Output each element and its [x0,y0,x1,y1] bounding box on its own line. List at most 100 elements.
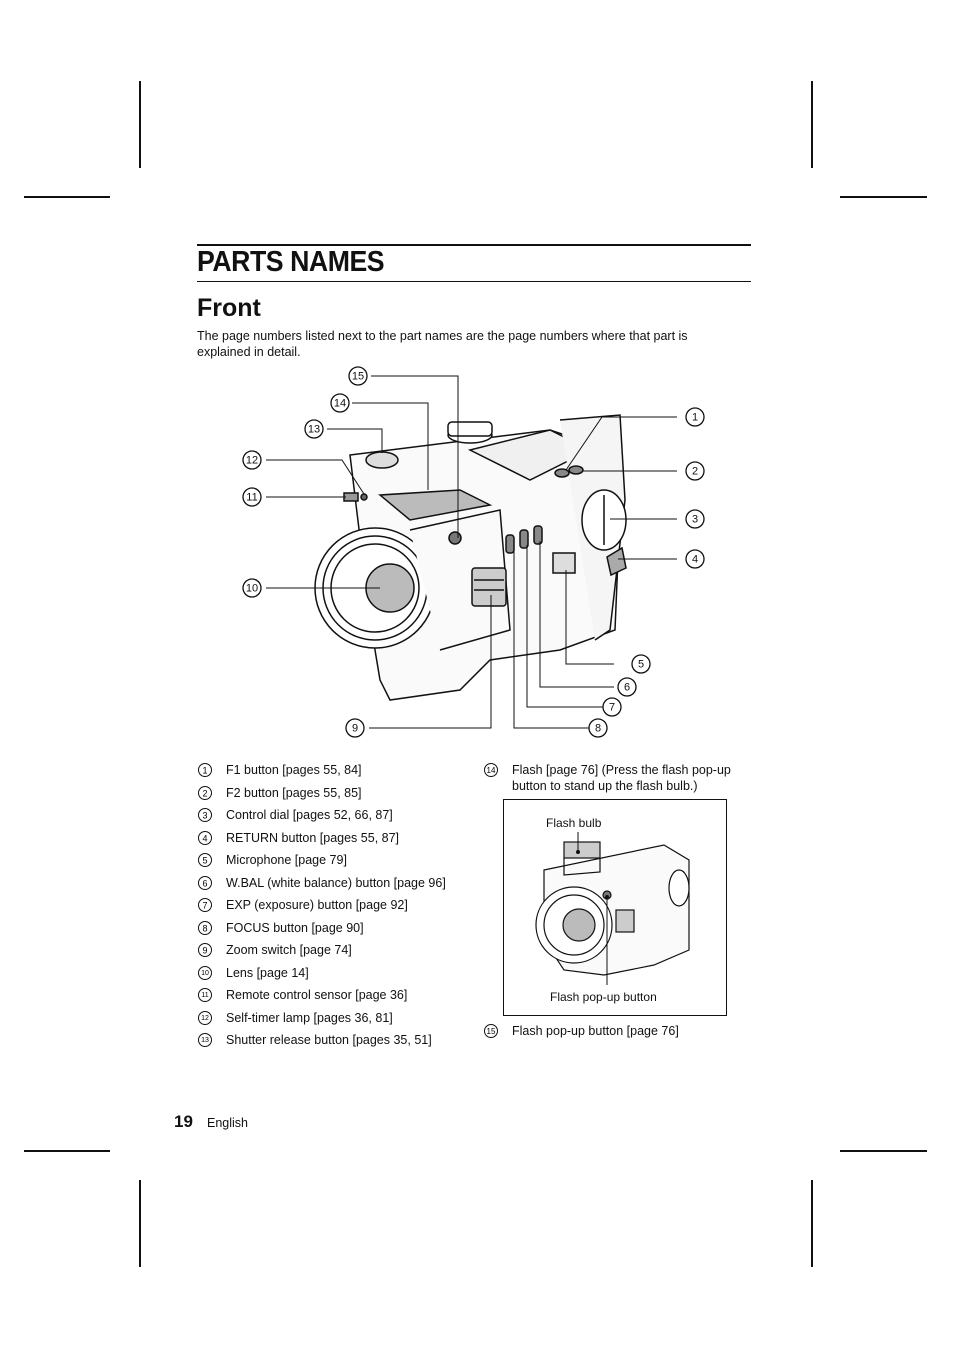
callout-number-text: 14 [334,398,346,410]
callout-number-text: 11 [201,992,208,999]
flash-inset-figure: Flash bulb Flash pop-up button [503,799,727,1016]
callout-number-text: 11 [246,492,257,504]
remote-sensor-drawing [343,492,359,502]
callout-number-text: 2 [692,466,698,478]
crop-mark [840,1150,927,1152]
callout-circle [242,487,262,507]
intro-text: The page numbers listed next to the part… [197,329,688,359]
part-label: Microphone [page 79] [226,853,347,867]
callout-circle [304,419,324,439]
crop-mark [24,1150,110,1152]
part-label: Self-timer lamp [pages 36, 81] [226,1010,393,1025]
callout-number-text: 12 [246,455,258,467]
callout-number-text: 10 [201,970,209,977]
crop-mark [840,196,927,198]
callout-circle [685,509,705,529]
callout-number-8: 8 [198,920,212,935]
callout-number-text: 3 [202,811,207,821]
callout-number-text: 7 [609,702,615,714]
callout-number-text: 10 [246,583,258,595]
leader-line-14 [352,402,429,490]
title-rule-top [197,244,751,246]
leader-line-1 [565,416,677,471]
flash-popup-button-drawing [448,531,462,545]
callout-number-14: 14 [484,763,498,777]
callout-number-text: 15 [487,1027,496,1036]
callout-number-text: 13 [201,1037,209,1044]
callout-10: 10 [242,578,262,598]
flash-housing [378,489,493,521]
callout-number-4: 4 [198,830,212,845]
callout-number-text: 6 [624,682,630,694]
callout-3: 3 [685,509,705,529]
camera-flash-up-illustration [535,832,690,985]
callout-number-3: 3 [198,808,212,822]
callout-circle [348,366,368,386]
part-label: Flash [page 76] (Press the flash pop-up [512,763,731,777]
crop-mark [139,1180,141,1267]
part-label: Lens [page 14] [226,965,309,980]
parts-list-right: 14 Flash [page 76] (Press the flash pop-… [483,763,743,1053]
focus-button-drawing [533,525,543,545]
callout-circle [242,450,262,470]
crop-mark [139,81,141,168]
callout-number-text: 5 [202,856,207,866]
crop-mark [811,81,813,168]
callout-circle [617,677,637,697]
callout-circle [602,697,622,717]
callout-number-text: 4 [202,833,207,843]
callout-number-text: 12 [201,1015,209,1022]
page-number: 19 [174,1112,193,1131]
leader-line-6 [539,541,614,688]
callout-circle [631,654,651,674]
callout-9: 9 [345,718,365,738]
part-label: F2 button [pages 55, 85] [226,785,362,800]
wbal-button-drawing [505,534,515,554]
part-label: Control dial [pages 52, 66, 87] [226,808,393,822]
callout-number-10: 10 [198,965,212,980]
callout-circle [685,461,705,481]
part-label: FOCUS button [page 90] [226,920,364,935]
shutter-release-button-drawing [365,451,399,469]
callout-number-7: 7 [198,898,212,912]
callout-12: 12 [242,450,262,470]
leader-line-8 [513,550,592,729]
f1-button-drawing [554,468,570,478]
part-label: Shutter release button [pages 35, 51] [226,1033,432,1047]
callout-number-text: 7 [202,901,207,911]
callout-7: 7 [602,697,622,717]
callout-15: 15 [348,366,368,386]
callout-number-text: 8 [202,923,207,933]
part-label: EXP (exposure) button [page 92] [226,898,408,912]
callout-number-1: 1 [198,763,212,777]
leader-line-15 [371,375,459,538]
callout-number-text: 1 [692,412,698,424]
callout-6: 6 [617,677,637,697]
callout-4: 4 [685,549,705,569]
callout-number-text: 1 [202,766,207,776]
part-label: Zoom switch [page 74] [226,943,352,957]
section-heading: Front [197,294,261,322]
callout-number-15: 15 [484,1024,498,1038]
callout-number-text: 2 [202,788,207,798]
crop-mark [811,1180,813,1267]
callout-circle [242,578,262,598]
part-label: Flash pop-up button [page 76] [512,1024,679,1038]
flash-bulb-caption: Flash bulb [546,816,602,830]
callout-number-text: 3 [692,514,698,526]
callout-number-text: 4 [692,554,698,566]
crop-mark [24,196,110,198]
callout-number-text: 15 [352,371,364,383]
callout-circle [685,407,705,427]
leader-line-7 [526,545,614,708]
callout-number-2: 2 [198,785,212,800]
callout-circle [685,549,705,569]
return-button-drawing [606,546,627,577]
callout-number-text: 14 [487,766,496,775]
callout-8: 8 [588,718,608,738]
leader-line-5 [565,570,614,665]
callout-13: 13 [304,419,324,439]
part-label: Remote control sensor [page 36] [226,988,408,1002]
zoom-switch-drawing [471,567,507,607]
